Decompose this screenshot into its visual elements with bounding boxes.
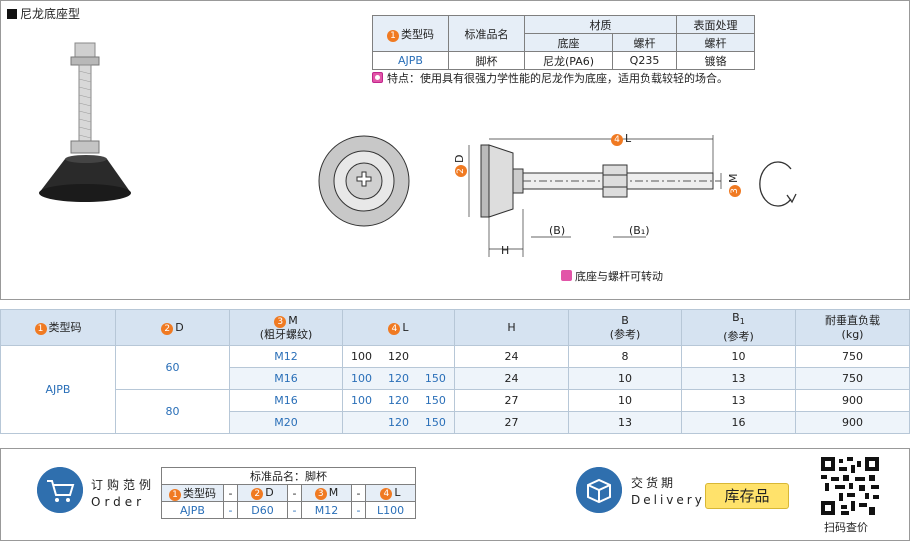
- mat-header-name: 标准品名: [448, 15, 525, 52]
- dim-m-label: 3M: [727, 174, 741, 197]
- spec-header-h: H: [454, 309, 569, 346]
- spec-header-b: B(参考): [568, 309, 682, 346]
- mat-sub-bolt-surface: 螺杆: [676, 33, 755, 52]
- qr-code-icon[interactable]: [821, 457, 879, 515]
- technical-drawing: [318, 135, 797, 257]
- mat-header-surface: 表面处理: [676, 15, 755, 34]
- mat-row-surface: 镀铬: [676, 51, 755, 70]
- shopping-cart-icon: [37, 467, 83, 513]
- spec-d-cell: 80: [115, 389, 230, 434]
- delivery-box-icon: [576, 467, 622, 513]
- dim-d-label: 2D: [453, 155, 467, 177]
- square-bullet-icon: [7, 9, 17, 19]
- mat-row-name: 脚杯: [448, 51, 525, 70]
- spec-type-cell: AJPB: [0, 345, 116, 434]
- product-photo: [39, 42, 131, 202]
- number-badge: 1: [387, 29, 399, 42]
- dim-b-label: (B): [549, 224, 566, 237]
- table-row: AJPB 60 M12 100 120 24 8 10 750: [0, 345, 910, 434]
- mat-row-bolt: Q235: [612, 51, 677, 70]
- page-title: 尼龙底座型: [7, 5, 80, 22]
- mat-sub-bolt: 螺杆: [612, 33, 677, 52]
- stock-badge: 库存品: [705, 483, 789, 509]
- spec-header-load: 耐垂直负载(kg): [795, 309, 910, 346]
- order-std-name: 标准品名：脚杯: [161, 467, 416, 485]
- spec-d-cell: 60: [115, 345, 230, 390]
- mat-row-base: 尼龙(PA6): [524, 51, 613, 70]
- dim-b1-label: (B₁): [629, 224, 650, 237]
- mat-sub-base: 底座: [524, 33, 613, 52]
- mat-header-material: 材质: [524, 15, 677, 34]
- feature-note: 特点：使用具有很强力学性能的尼龙作为底座，适用负载较轻的场合。: [372, 71, 732, 87]
- spec-header-b1: B1(参考): [681, 309, 796, 346]
- mat-row-type: AJPB: [372, 51, 449, 70]
- qr-label: 扫码查价: [824, 521, 868, 534]
- note-marker-icon: [372, 72, 383, 83]
- rotation-note: 底座与螺杆可转动: [561, 268, 663, 284]
- table-row: 80 M16 100 120 150 27 10 13 900: [1, 389, 910, 434]
- note-marker-icon: [561, 270, 572, 281]
- dim-h-label: H: [501, 244, 510, 257]
